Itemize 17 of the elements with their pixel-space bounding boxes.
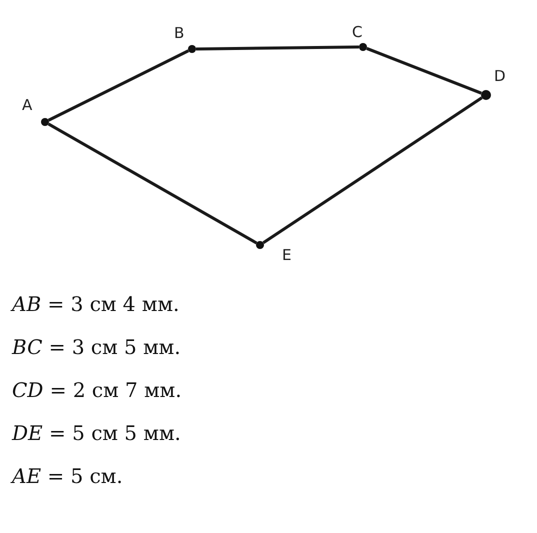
polygon-side [196,46,360,50]
polygon-side [48,122,258,244]
vertex-label: B [174,25,184,41]
vertex-label: A [22,97,32,113]
measurement-text: AB = 3 см 4 мм. [12,292,180,316]
polygon-side [262,96,483,244]
vertex-point [20,96,50,126]
polygon-side [48,49,190,122]
vertex-label: E [282,247,292,263]
measurement-text: CD = 2 см 7 мм. [12,378,182,402]
vertex-point [350,23,368,51]
vertex-label: C [352,24,362,40]
measurement-text: AE = 5 см. [12,464,123,488]
polygon-side [366,47,482,95]
measurement-text: DE = 5 см 5 мм. [12,421,181,445]
measurement-text: BC = 3 см 5 мм. [12,335,181,359]
vertex-label: D [494,68,506,84]
